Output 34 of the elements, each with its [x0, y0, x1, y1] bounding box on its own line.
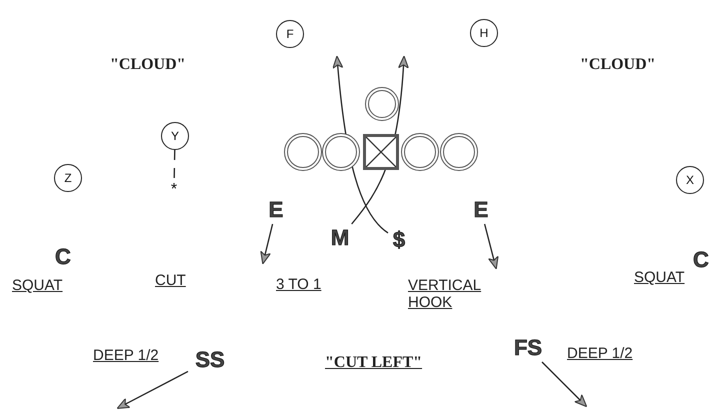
defender-letter: E [264, 196, 288, 224]
route-arrow [542, 362, 588, 408]
player-circle: F [276, 20, 304, 48]
defender-letter: $ [388, 226, 410, 254]
coverage-call: "CLOUD" [110, 56, 186, 74]
lineman-circle [284, 133, 322, 171]
assignment-label: CUT [155, 273, 186, 290]
player-circle: H [470, 19, 498, 47]
lineman-circle [440, 133, 478, 171]
lineman-circle [365, 87, 399, 121]
coverage-call: "CLOUD" [580, 56, 656, 74]
defender-letter: C [50, 243, 76, 271]
assignment-label: SQUAT [12, 278, 63, 294]
assignment-label: SQUAT [634, 270, 685, 286]
route-arrow [260, 224, 274, 264]
route-arrow [484, 224, 499, 270]
defender-letter: SS [188, 346, 232, 374]
player-circle: X [676, 166, 704, 194]
center-square [363, 134, 399, 170]
defender-letter: E [469, 196, 493, 224]
asterisk-mark: * [167, 182, 181, 198]
defender-letter: M [326, 224, 354, 252]
defender-letter: FS [508, 334, 548, 362]
assignment-label: 3 TO 1 [276, 277, 322, 294]
defender-letter: C [688, 246, 714, 274]
lineman-circle [401, 133, 439, 171]
player-circle: Y [161, 122, 189, 150]
assignment-label: DEEP 1/2 [567, 346, 633, 362]
play-name: "CUT LEFT" [325, 354, 422, 372]
player-circle: Z [54, 164, 82, 192]
assignment-label: DEEP 1/2 [93, 348, 159, 364]
lineman-circle [322, 133, 360, 171]
route-arrow [116, 370, 188, 409]
assignment-label: VERTICAL HOOK [408, 278, 482, 311]
